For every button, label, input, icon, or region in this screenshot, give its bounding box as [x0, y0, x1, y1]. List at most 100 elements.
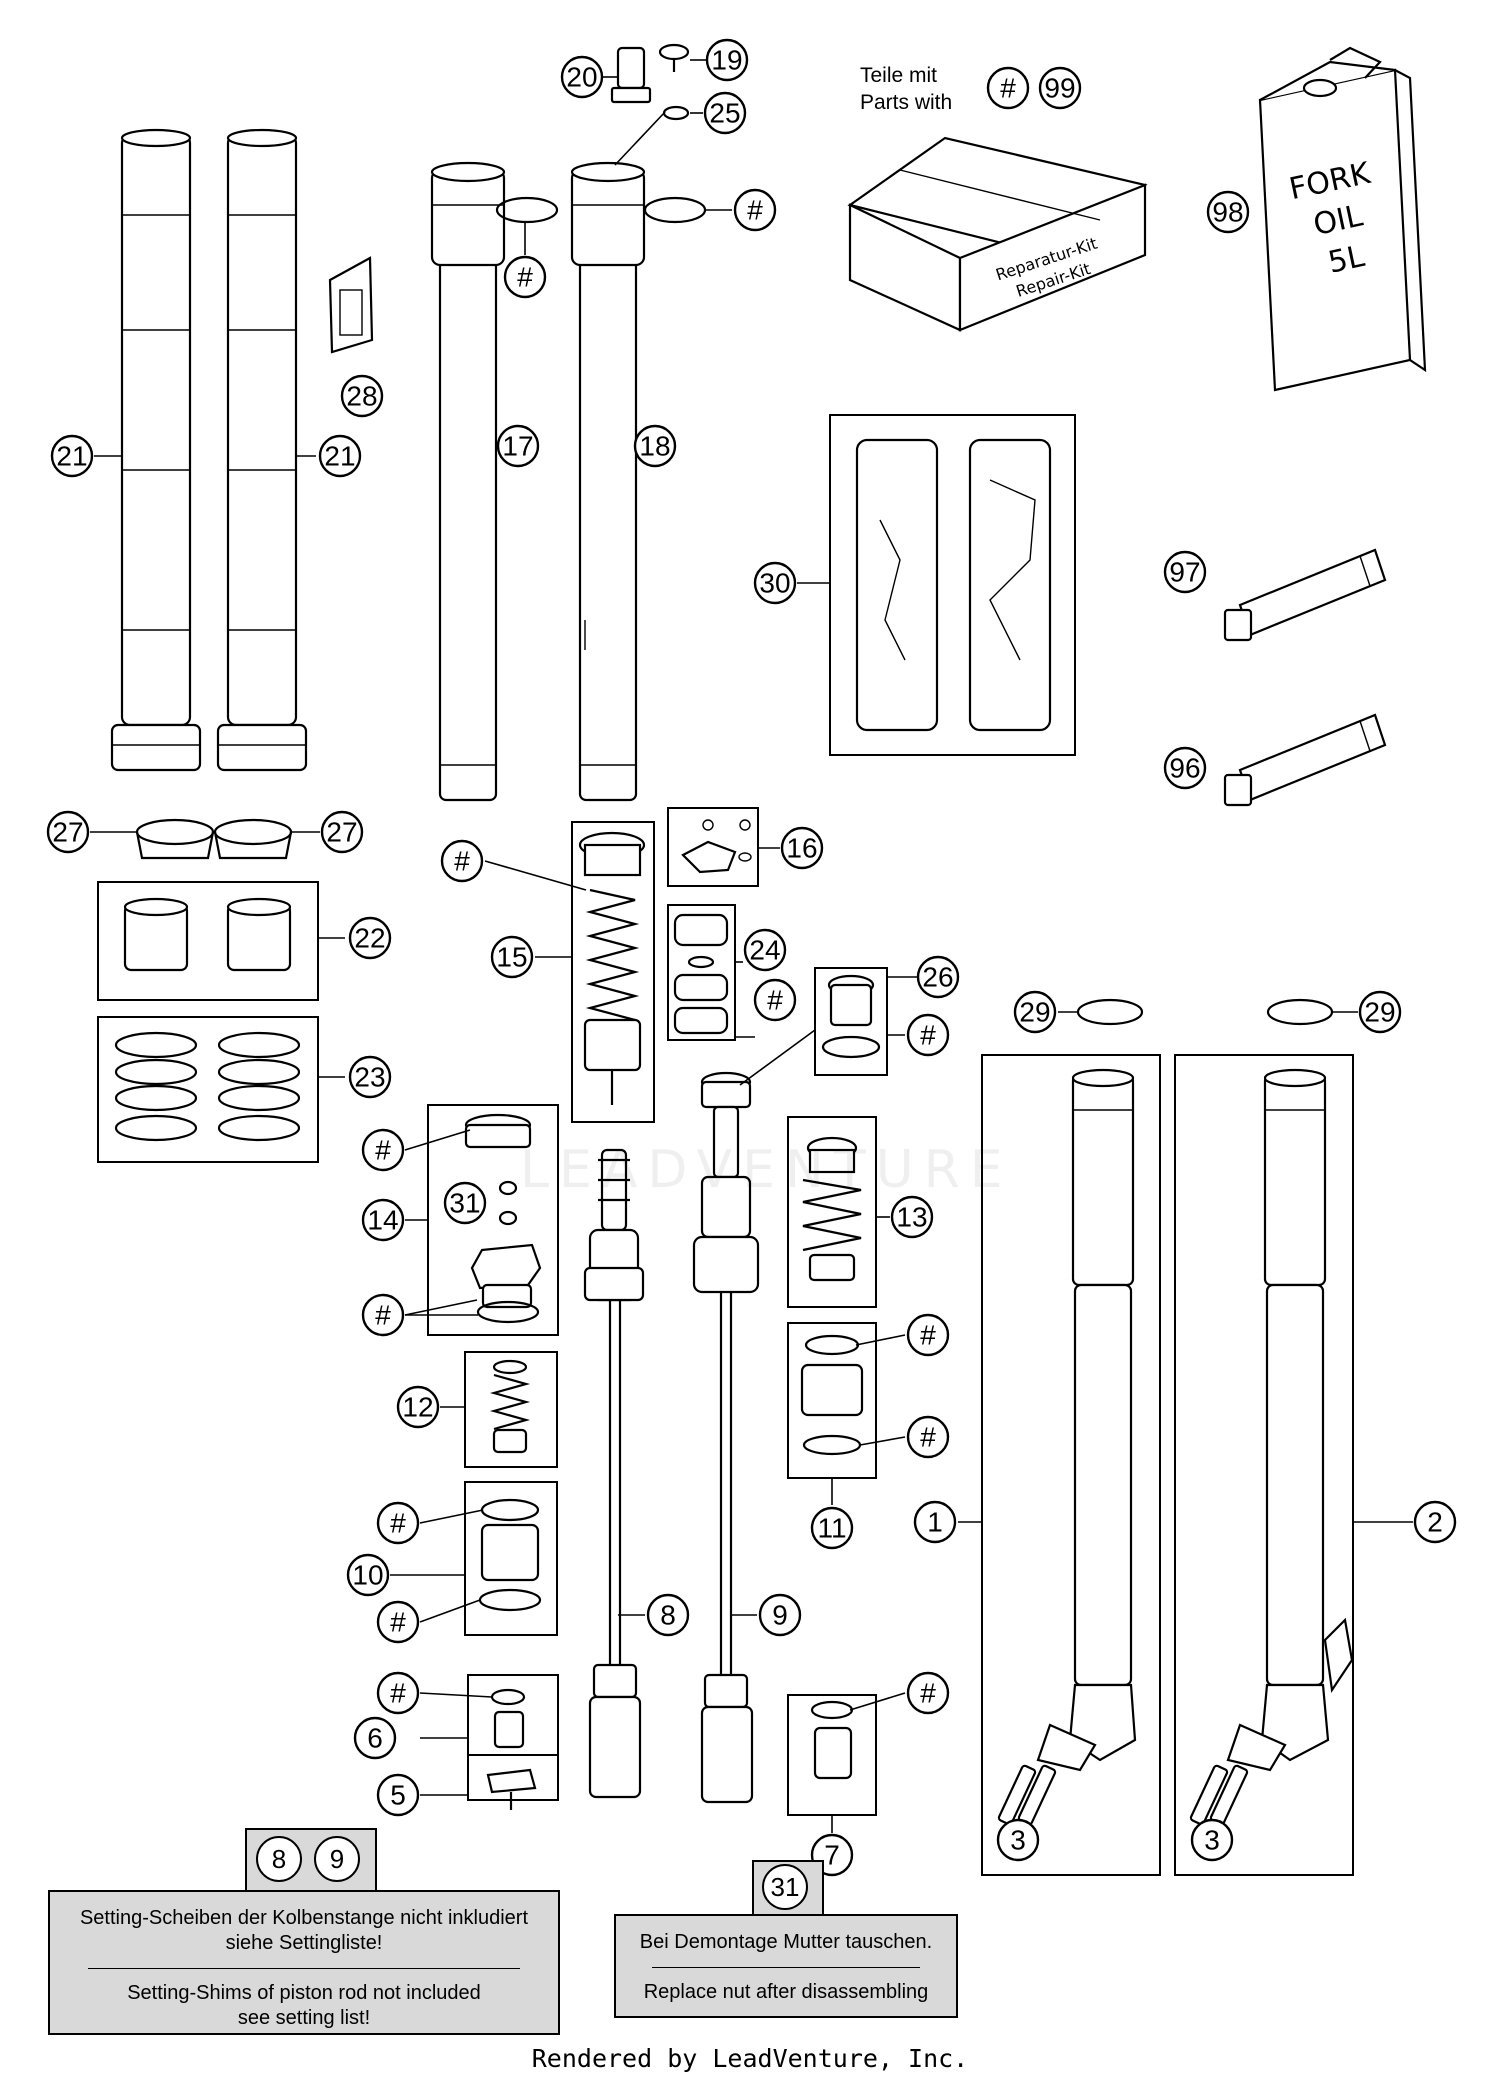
- box-12: [464, 1351, 558, 1468]
- svg-text:3: 3: [1204, 1825, 1220, 1856]
- svg-text:96: 96: [1169, 753, 1200, 784]
- callout-17: 17: [496, 424, 540, 468]
- callout-27-right: 27: [320, 810, 364, 854]
- svg-text:97: 97: [1169, 557, 1200, 588]
- base-valve-14: [464, 1113, 542, 1324]
- note-piston-badge-9: 9: [314, 1836, 360, 1882]
- svg-text:20: 20: [566, 62, 597, 93]
- callout-19: 19: [705, 38, 749, 82]
- callout-hash-6: #: [376, 1671, 420, 1715]
- callout-31: 31: [443, 1181, 487, 1225]
- fork-leg-1: [997, 1068, 1137, 1826]
- note-piston-badge-8: 8: [256, 1836, 302, 1882]
- svg-text:23: 23: [354, 1062, 385, 1093]
- outer-sleeve-right: [216, 128, 308, 772]
- screw-19: [658, 43, 690, 72]
- fork-oil-can: FORK OIL 5L: [1258, 46, 1427, 392]
- guard-sleeve-30: [855, 438, 1052, 732]
- callout-hash-7: #: [906, 1671, 950, 1715]
- callout-23: 23: [348, 1055, 392, 1099]
- svg-text:5: 5: [390, 1780, 406, 1811]
- svg-text:2: 2: [1427, 1507, 1443, 1538]
- footer-credit: Rendered by LeadVenture, Inc.: [531, 2044, 969, 2073]
- svg-text:27: 27: [52, 817, 83, 848]
- box-23: [97, 1016, 319, 1163]
- callout-hash-14a: #: [361, 1128, 405, 1172]
- svg-text:1: 1: [927, 1507, 943, 1538]
- svg-text:99: 99: [1044, 73, 1075, 104]
- callout-20: 20: [560, 55, 604, 99]
- callout-3-left: 3: [996, 1818, 1040, 1862]
- svg-text:28: 28: [346, 381, 377, 412]
- note-piston-de-1: Setting-Scheiben der Kolbenstange nicht …: [79, 1907, 529, 1929]
- grease-tube-96: [1223, 713, 1387, 807]
- note-piston-de-2: siehe Settingliste!: [225, 1932, 383, 1954]
- seals-23: [114, 1031, 301, 1142]
- o-ring-18: [643, 196, 707, 224]
- callout-hash-ring-17: #: [503, 255, 547, 299]
- callout-15: 15: [490, 935, 534, 979]
- callout-1: 1: [913, 1500, 957, 1544]
- cap-screw-20: [610, 46, 652, 104]
- rings-24: [673, 913, 729, 1035]
- svg-text:12: 12: [402, 1392, 433, 1423]
- clamp-16: [681, 819, 752, 874]
- fork-leg-2: [1189, 1068, 1354, 1826]
- callout-16: 16: [780, 826, 824, 870]
- box-30: [829, 414, 1076, 756]
- callout-8: 8: [646, 1593, 690, 1637]
- callout-12: 12: [396, 1385, 440, 1429]
- svg-text:6: 6: [367, 1723, 383, 1754]
- callout-24: 24: [743, 928, 787, 972]
- callout-hash-10a: #: [376, 1501, 420, 1545]
- guide-27-right-body: [213, 831, 293, 860]
- callout-21-right: 21: [318, 434, 362, 478]
- inner-tube-18: [570, 161, 646, 802]
- washer-25: [662, 105, 690, 121]
- callout-29-right: 29: [1358, 990, 1402, 1034]
- callout-21-left: 21: [50, 434, 94, 478]
- note-piston-en-2: see setting list!: [237, 2007, 371, 2029]
- o-ring-17: [495, 196, 559, 224]
- svg-text:27: 27: [326, 817, 357, 848]
- svg-text:10: 10: [352, 1560, 383, 1591]
- svg-text:#: #: [390, 1607, 406, 1638]
- parts-legend-de: Teile mit: [860, 64, 938, 87]
- box-15: [571, 821, 655, 1123]
- callout-18: 18: [633, 424, 677, 468]
- sticker-28: [328, 256, 374, 354]
- svg-text:#: #: [517, 262, 533, 293]
- svg-text:29: 29: [1019, 997, 1050, 1028]
- repair-kit-box: Reparatur-Kit Repair-Kit: [847, 136, 1148, 332]
- callout-13: 13: [890, 1195, 934, 1239]
- callout-2: 2: [1413, 1500, 1457, 1544]
- piston-rod-9: [692, 1071, 760, 1804]
- inner-tube-17: [430, 161, 506, 802]
- svg-text:#: #: [1000, 73, 1016, 104]
- svg-text:19: 19: [711, 45, 742, 76]
- callout-96: 96: [1163, 746, 1207, 790]
- callout-3-right: 3: [1190, 1818, 1234, 1862]
- svg-text:#: #: [375, 1300, 391, 1331]
- guide-27-right: [213, 818, 293, 846]
- callout-9: 9: [758, 1593, 802, 1637]
- guide-27-left-body: [135, 831, 215, 860]
- callout-99: 99: [1038, 66, 1082, 110]
- valve-7: [810, 1700, 854, 1780]
- svg-text:14: 14: [367, 1205, 398, 1236]
- svg-text:#: #: [454, 846, 470, 877]
- note-nut-badge-31: 31: [762, 1864, 808, 1910]
- leader-lines: [90, 59, 1413, 1833]
- callout-29-left: 29: [1013, 990, 1057, 1034]
- svg-text:#: #: [390, 1678, 406, 1709]
- svg-text:17: 17: [502, 431, 533, 462]
- note-nut-divider: [652, 1967, 920, 1968]
- svg-text:24: 24: [749, 935, 780, 966]
- note-nut-de: Bei Demontage Mutter tauschen.: [639, 1931, 933, 1953]
- callout-98: 98: [1206, 190, 1250, 234]
- callout-30: 30: [753, 561, 797, 605]
- callout-10: 10: [346, 1553, 390, 1597]
- bushings-22: [123, 897, 292, 972]
- svg-text:#: #: [920, 1320, 936, 1351]
- valve-10: [478, 1498, 542, 1612]
